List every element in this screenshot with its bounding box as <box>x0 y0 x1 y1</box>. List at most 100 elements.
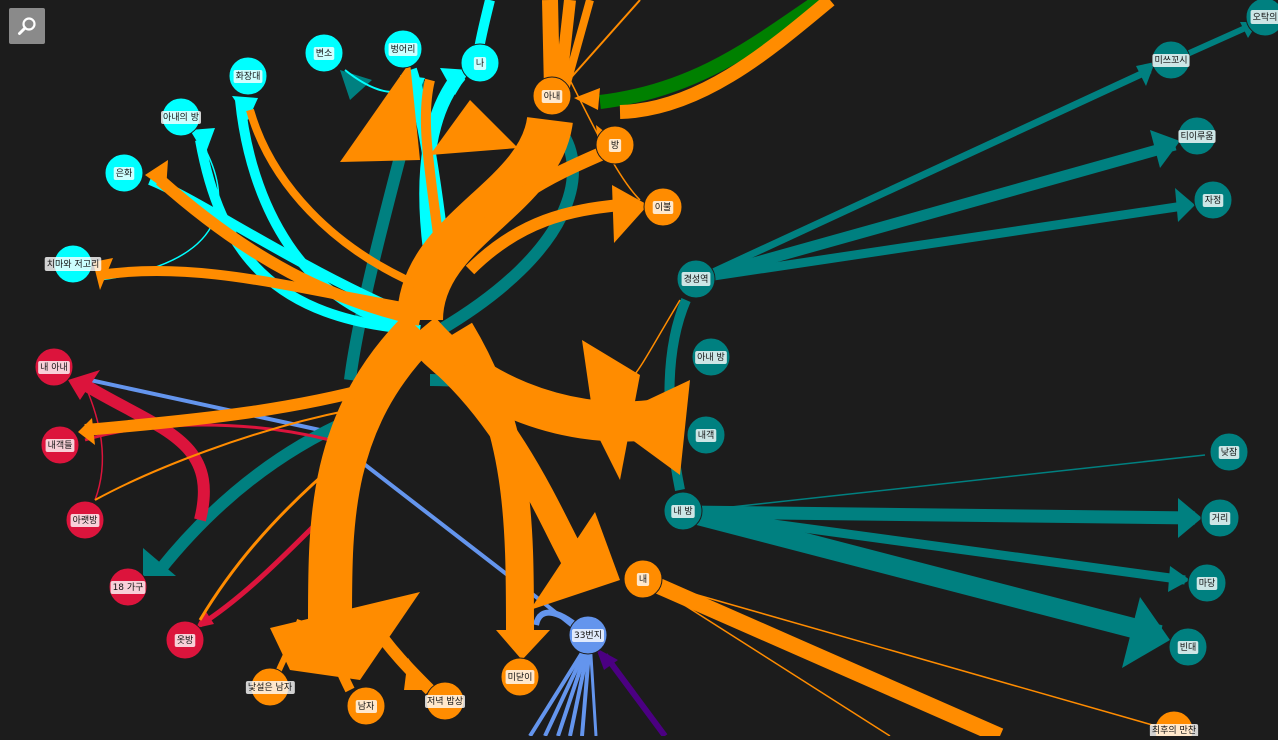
graph-node-tearoom[interactable]: 티이루움 <box>1177 116 1217 156</box>
node-label: 변소 <box>316 48 333 59</box>
node-label-background <box>245 681 295 694</box>
node-label-background <box>70 514 100 527</box>
graph-node-mitten[interactable]: 벙어리 <box>383 29 423 69</box>
node-label: 낮잠 <box>1221 447 1238 458</box>
graph-node-coin[interactable]: 은화 <box>104 153 144 193</box>
node-label-background <box>695 429 717 442</box>
graph-node-i[interactable]: 나 <box>460 43 500 83</box>
node-label-background <box>44 257 102 271</box>
node-label-background <box>541 90 563 103</box>
node-label: 33번지 <box>574 630 602 641</box>
graph-node-toilet[interactable]: 변소 <box>304 33 344 73</box>
node-label-background <box>110 581 146 594</box>
node-label: 치마와 저고리 <box>47 258 100 270</box>
node-label-background <box>161 111 201 124</box>
graph-node-dinner[interactable]: 저녁 밥상 <box>425 681 465 721</box>
graph-node-wife-room2[interactable]: 아내 방 <box>691 337 731 377</box>
graph-node-otak[interactable]: 오탁의 <box>1245 0 1278 37</box>
node-label-background <box>695 351 727 364</box>
node-label-background <box>113 167 135 180</box>
node-label: 나 <box>476 58 484 69</box>
graph-node-closet[interactable]: 옷방 <box>165 620 205 660</box>
graph-node-my-wife[interactable]: 내 아내 <box>34 347 74 387</box>
graph-node-18[interactable]: 18 가구 <box>108 567 148 607</box>
graph-node-aret[interactable]: 아랫방 <box>65 500 105 540</box>
node-label-background <box>355 700 377 713</box>
node-label: 미닫이 <box>508 671 533 683</box>
search-icon <box>18 17 36 35</box>
edges-cornflower <box>89 378 598 736</box>
graph-node-guests[interactable]: 내객들 <box>40 425 80 465</box>
node-label: 화장대 <box>236 71 261 82</box>
edge-indigo-arrow <box>596 648 618 670</box>
node-label: 은화 <box>116 168 133 179</box>
node-label: 아내 <box>544 91 561 102</box>
node-label: 저녁 밥상 <box>427 696 463 707</box>
graph-node-33[interactable]: 33번지 <box>568 615 608 655</box>
node-label: 옷방 <box>177 635 194 646</box>
graph-node-wifes-room[interactable]: 아내의 방 <box>161 97 201 137</box>
node-label: 내 방 <box>673 506 692 517</box>
edges-crimson <box>81 379 331 628</box>
node-label: 남자 <box>358 701 375 712</box>
graph-node-night[interactable]: 자정 <box>1193 180 1233 220</box>
node-label: 거리 <box>1212 513 1229 524</box>
node-label-background <box>1209 512 1231 525</box>
graph-node-my-room[interactable]: 내 방 <box>663 491 703 531</box>
node-label: 경성역 <box>684 273 709 285</box>
node-label: 내 아내 <box>40 362 68 373</box>
node-label-background <box>38 361 70 374</box>
node-label: 아내의 방 <box>163 112 199 123</box>
node-label-background <box>571 629 605 642</box>
graph-node-me-orange[interactable]: 내 <box>623 559 663 599</box>
node-label: 이불 <box>655 202 672 213</box>
node-label-background <box>1218 446 1240 459</box>
node-label: 티이루움 <box>1180 131 1213 142</box>
node-label-background <box>505 670 535 684</box>
edges-teal <box>155 22 1254 645</box>
graph-node-vanity[interactable]: 화장대 <box>228 56 268 96</box>
node-label: 내 <box>639 574 647 585</box>
node-label-background <box>233 70 263 83</box>
node-label: 내객 <box>698 430 715 441</box>
graph-node-skirt[interactable]: 치마와 저고리 <box>44 244 102 284</box>
arrows-crimson <box>68 370 214 628</box>
graph-node-guest[interactable]: 내객 <box>686 415 726 455</box>
node-label-background <box>45 439 75 452</box>
node-label: 아내 방 <box>697 352 725 363</box>
node-label: 18 가구 <box>113 582 144 593</box>
node-label-background <box>636 573 650 586</box>
node-label-background <box>313 47 335 60</box>
graph-node-street[interactable]: 거리 <box>1200 498 1240 538</box>
node-label-background <box>1250 10 1278 24</box>
graph-node-last[interactable]: 최후의 만찬 <box>1149 710 1199 736</box>
graph-node-midang[interactable]: 미닫이 <box>500 657 540 697</box>
node-label: 내객들 <box>48 440 73 451</box>
graph-node-room[interactable]: 방 <box>595 125 635 165</box>
node-label-background <box>473 57 487 70</box>
node-label-background <box>174 634 196 647</box>
node-label: 미쓰꼬시 <box>1154 55 1187 66</box>
node-label-background <box>1152 54 1190 67</box>
graph-node-blanket[interactable]: 이불 <box>643 187 683 227</box>
graph-node-yard[interactable]: 마당 <box>1187 563 1227 603</box>
search-button[interactable] <box>9 8 45 44</box>
graph-node-mitsukoshi[interactable]: 미쓰꼬시 <box>1151 40 1191 80</box>
graph-node-noon[interactable]: 낮잠 <box>1209 432 1249 472</box>
edge-green <box>599 0 824 109</box>
node-label: 자정 <box>1205 195 1222 206</box>
graph-node-station[interactable]: 경성역 <box>676 259 716 299</box>
graph-node-stranger[interactable]: 낯설은 남자 <box>245 667 295 707</box>
node-label-background <box>608 139 622 152</box>
node-label: 낯설은 남자 <box>248 682 293 693</box>
node-label: 빈대 <box>1180 642 1197 653</box>
node-label-background <box>1178 130 1216 143</box>
node-label-background <box>671 505 695 518</box>
node-label-background <box>681 272 711 286</box>
graph-node-bedbug[interactable]: 빈대 <box>1168 627 1208 667</box>
graph-node-man[interactable]: 남자 <box>346 686 386 726</box>
graph-node-wife[interactable]: 아내 <box>532 76 572 116</box>
